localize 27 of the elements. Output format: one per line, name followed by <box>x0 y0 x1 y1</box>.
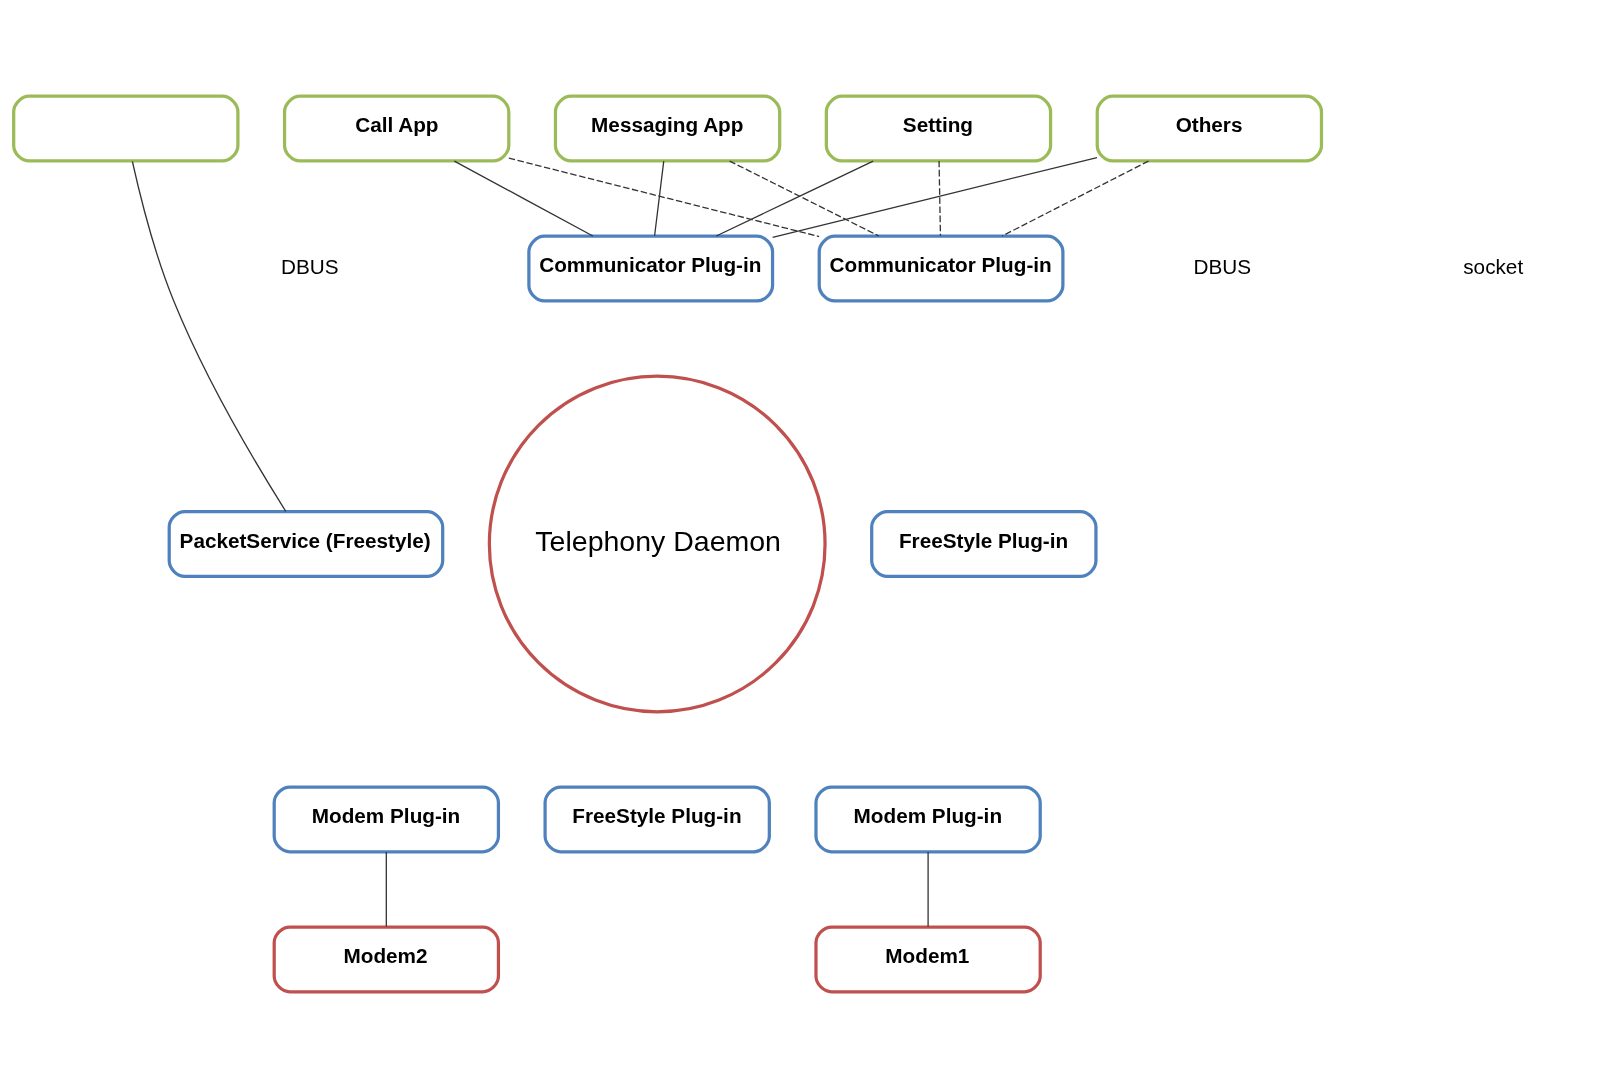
node-box <box>12 94 240 163</box>
node-box: Modem Plug-in <box>272 784 501 853</box>
label: DBUS <box>281 254 339 277</box>
label: DBUS <box>1193 254 1252 277</box>
node-box: Communicator Plug-in <box>527 234 775 303</box>
node-box: PacketService (Freestyle) <box>167 509 445 578</box>
node-circle: Telephony Daemon <box>487 374 827 713</box>
connector <box>508 157 820 237</box>
node-box: Modem2 <box>272 924 501 993</box>
node-box: Messaging App <box>553 94 782 163</box>
connector <box>453 159 594 237</box>
node-box: Others <box>1095 94 1324 163</box>
connector <box>771 156 1098 238</box>
connector <box>385 850 387 927</box>
connector <box>1001 159 1150 237</box>
node-box: Call App <box>282 94 511 163</box>
node-box: Communicator Plug-in <box>817 234 1065 303</box>
connector <box>938 159 942 236</box>
node-box: Modem Plug-in <box>814 784 1042 853</box>
label: socket <box>1463 254 1524 277</box>
connector <box>131 160 287 512</box>
node-box: Modem1 <box>814 924 1042 993</box>
node-box: Setting <box>824 94 1053 163</box>
node-box: FreeStyle Plug-in <box>870 509 1098 578</box>
connector <box>927 850 929 927</box>
node-box: FreeStyle Plug-in <box>543 784 771 853</box>
connector <box>653 159 665 236</box>
